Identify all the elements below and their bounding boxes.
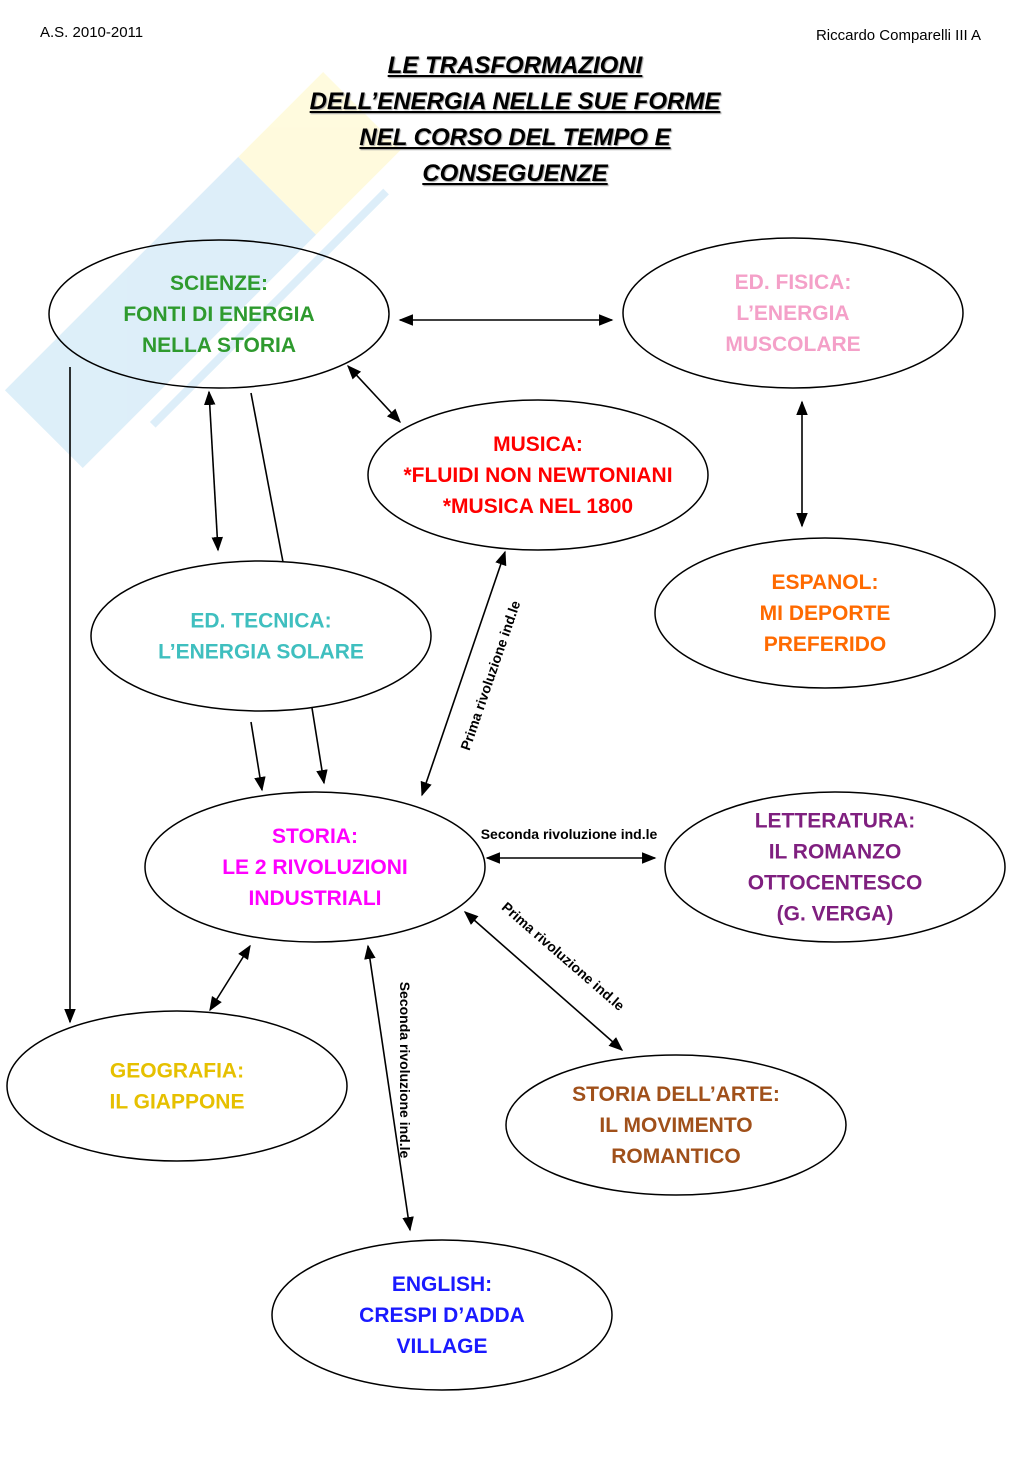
node-text: LETTERATURA: [755, 810, 916, 833]
node-text: MI DEPORTE [760, 602, 891, 625]
edge-label: Seconda rivoluzione ind.le [481, 826, 658, 842]
title-line: DELL’ENERGIA NELLE SUE FORME [309, 88, 721, 115]
node-text: ROMANTICO [611, 1145, 741, 1168]
node-text: LE 2 RIVOLUZIONI [222, 856, 408, 879]
ellipse-shape [367, 399, 709, 551]
node-espanol: ESPANOL: MI DEPORTE PREFERIDO [654, 537, 996, 689]
node-text: VILLAGE [396, 1335, 487, 1358]
node-text: STORIA DELL’ARTE: [572, 1083, 780, 1106]
node-text: IL GIAPPONE [110, 1091, 245, 1114]
connector-arrow [364, 944, 414, 1232]
author: Riccardo Comparelli III A [815, 27, 981, 44]
ellipse-shape [271, 1239, 613, 1391]
title-line: CONSEGUENZE [422, 160, 608, 187]
connector-arrow [250, 721, 266, 792]
node-text: MUSCOLARE [725, 333, 860, 356]
node-text: CRESPI D’ADDA [359, 1304, 525, 1327]
connector-arrow [311, 707, 328, 785]
node-text: L’ENERGIA SOLARE [158, 641, 364, 664]
school-year: A.S. 2010-2011 [40, 24, 144, 41]
node-scienze: SCIENZE: FONTI DI ENERGIA NELLA STORIA [48, 239, 390, 389]
node-storia-arte: STORIA DELL’ARTE: IL MOVIMENTO ROMANTICO [505, 1054, 847, 1196]
node-text: PREFERIDO [764, 633, 887, 656]
ellipse-shape [90, 560, 432, 712]
node-text: GEOGRAFIA: [110, 1060, 244, 1083]
connector-arrow [209, 944, 251, 1012]
node-text: ED. TECNICA: [190, 610, 331, 633]
edge-label: Seconda rivoluzione ind.le [397, 982, 413, 1159]
ellipse-shape [664, 791, 1006, 943]
node-letteratura: LETTERATURA: IL ROMANZO OTTOCENTESCO (G. VE… [664, 791, 1006, 943]
node-text: (G. VERGA) [777, 903, 894, 926]
connector-arrow [250, 392, 284, 563]
node-ed-tecnica: ED. TECNICA: L’ENERGIA SOLARE [90, 560, 432, 712]
node-text: SCIENZE: [170, 272, 268, 295]
node-ed-fisica: ED. FISICA: L’ENERGIA MUSCOLARE [622, 237, 964, 389]
ellipse-shape [654, 537, 996, 689]
node-text: INDUSTRIALI [249, 887, 382, 910]
ellipse-shape [622, 237, 964, 389]
node-text: ESPANOL: [772, 571, 879, 594]
node-text: NELLA STORIA [142, 334, 296, 357]
title-line: NEL CORSO DEL TEMPO E [359, 124, 671, 151]
node-text: MUSICA: [493, 433, 583, 456]
title-line: LE TRASFORMAZIONI [387, 52, 643, 79]
node-musica: MUSICA: *FLUIDI NON NEWTONIANI *MUSICA NEL… [367, 399, 709, 551]
edge-label: Prima rivoluzione ind.le [457, 598, 523, 752]
connector-arrow [463, 911, 624, 1051]
node-english: ENGLISH: CRESPI D’ADDA VILLAGE [271, 1239, 613, 1391]
page-title: LE TRASFORMAZIONI DELL’ENERGIA NELLE SUE… [250, 48, 780, 192]
connector-arrow [347, 364, 401, 424]
node-text: IL ROMANZO [769, 841, 902, 864]
node-text: IL MOVIMENTO [599, 1114, 752, 1137]
node-text: L’ENERGIA [736, 302, 849, 325]
node-text: *MUSICA NEL 1800 [443, 495, 633, 518]
edge-label: Prima rivoluzione ind.le [499, 899, 628, 1014]
node-text: ENGLISH: [392, 1273, 492, 1296]
node-text: *FLUIDI NON NEWTONIANI [403, 464, 672, 487]
node-text: ED. FISICA: [735, 271, 852, 294]
node-text: FONTI DI ENERGIA [123, 303, 314, 326]
ellipse-shape [48, 239, 390, 389]
ellipse-shape [505, 1054, 847, 1196]
connector-arrow [203, 390, 224, 552]
watermark-logo [4, 72, 401, 468]
connector-arrow [420, 550, 507, 797]
node-text: STORIA: [272, 825, 358, 848]
node-storia: STORIA: LE 2 RIVOLUZIONI INDUSTRIALI [144, 791, 486, 943]
ellipse-shape [6, 1010, 348, 1162]
node-text: OTTOCENTESCO [748, 872, 923, 895]
node-geografia: GEOGRAFIA: IL GIAPPONE [6, 1010, 348, 1162]
ellipse-shape [144, 791, 486, 943]
